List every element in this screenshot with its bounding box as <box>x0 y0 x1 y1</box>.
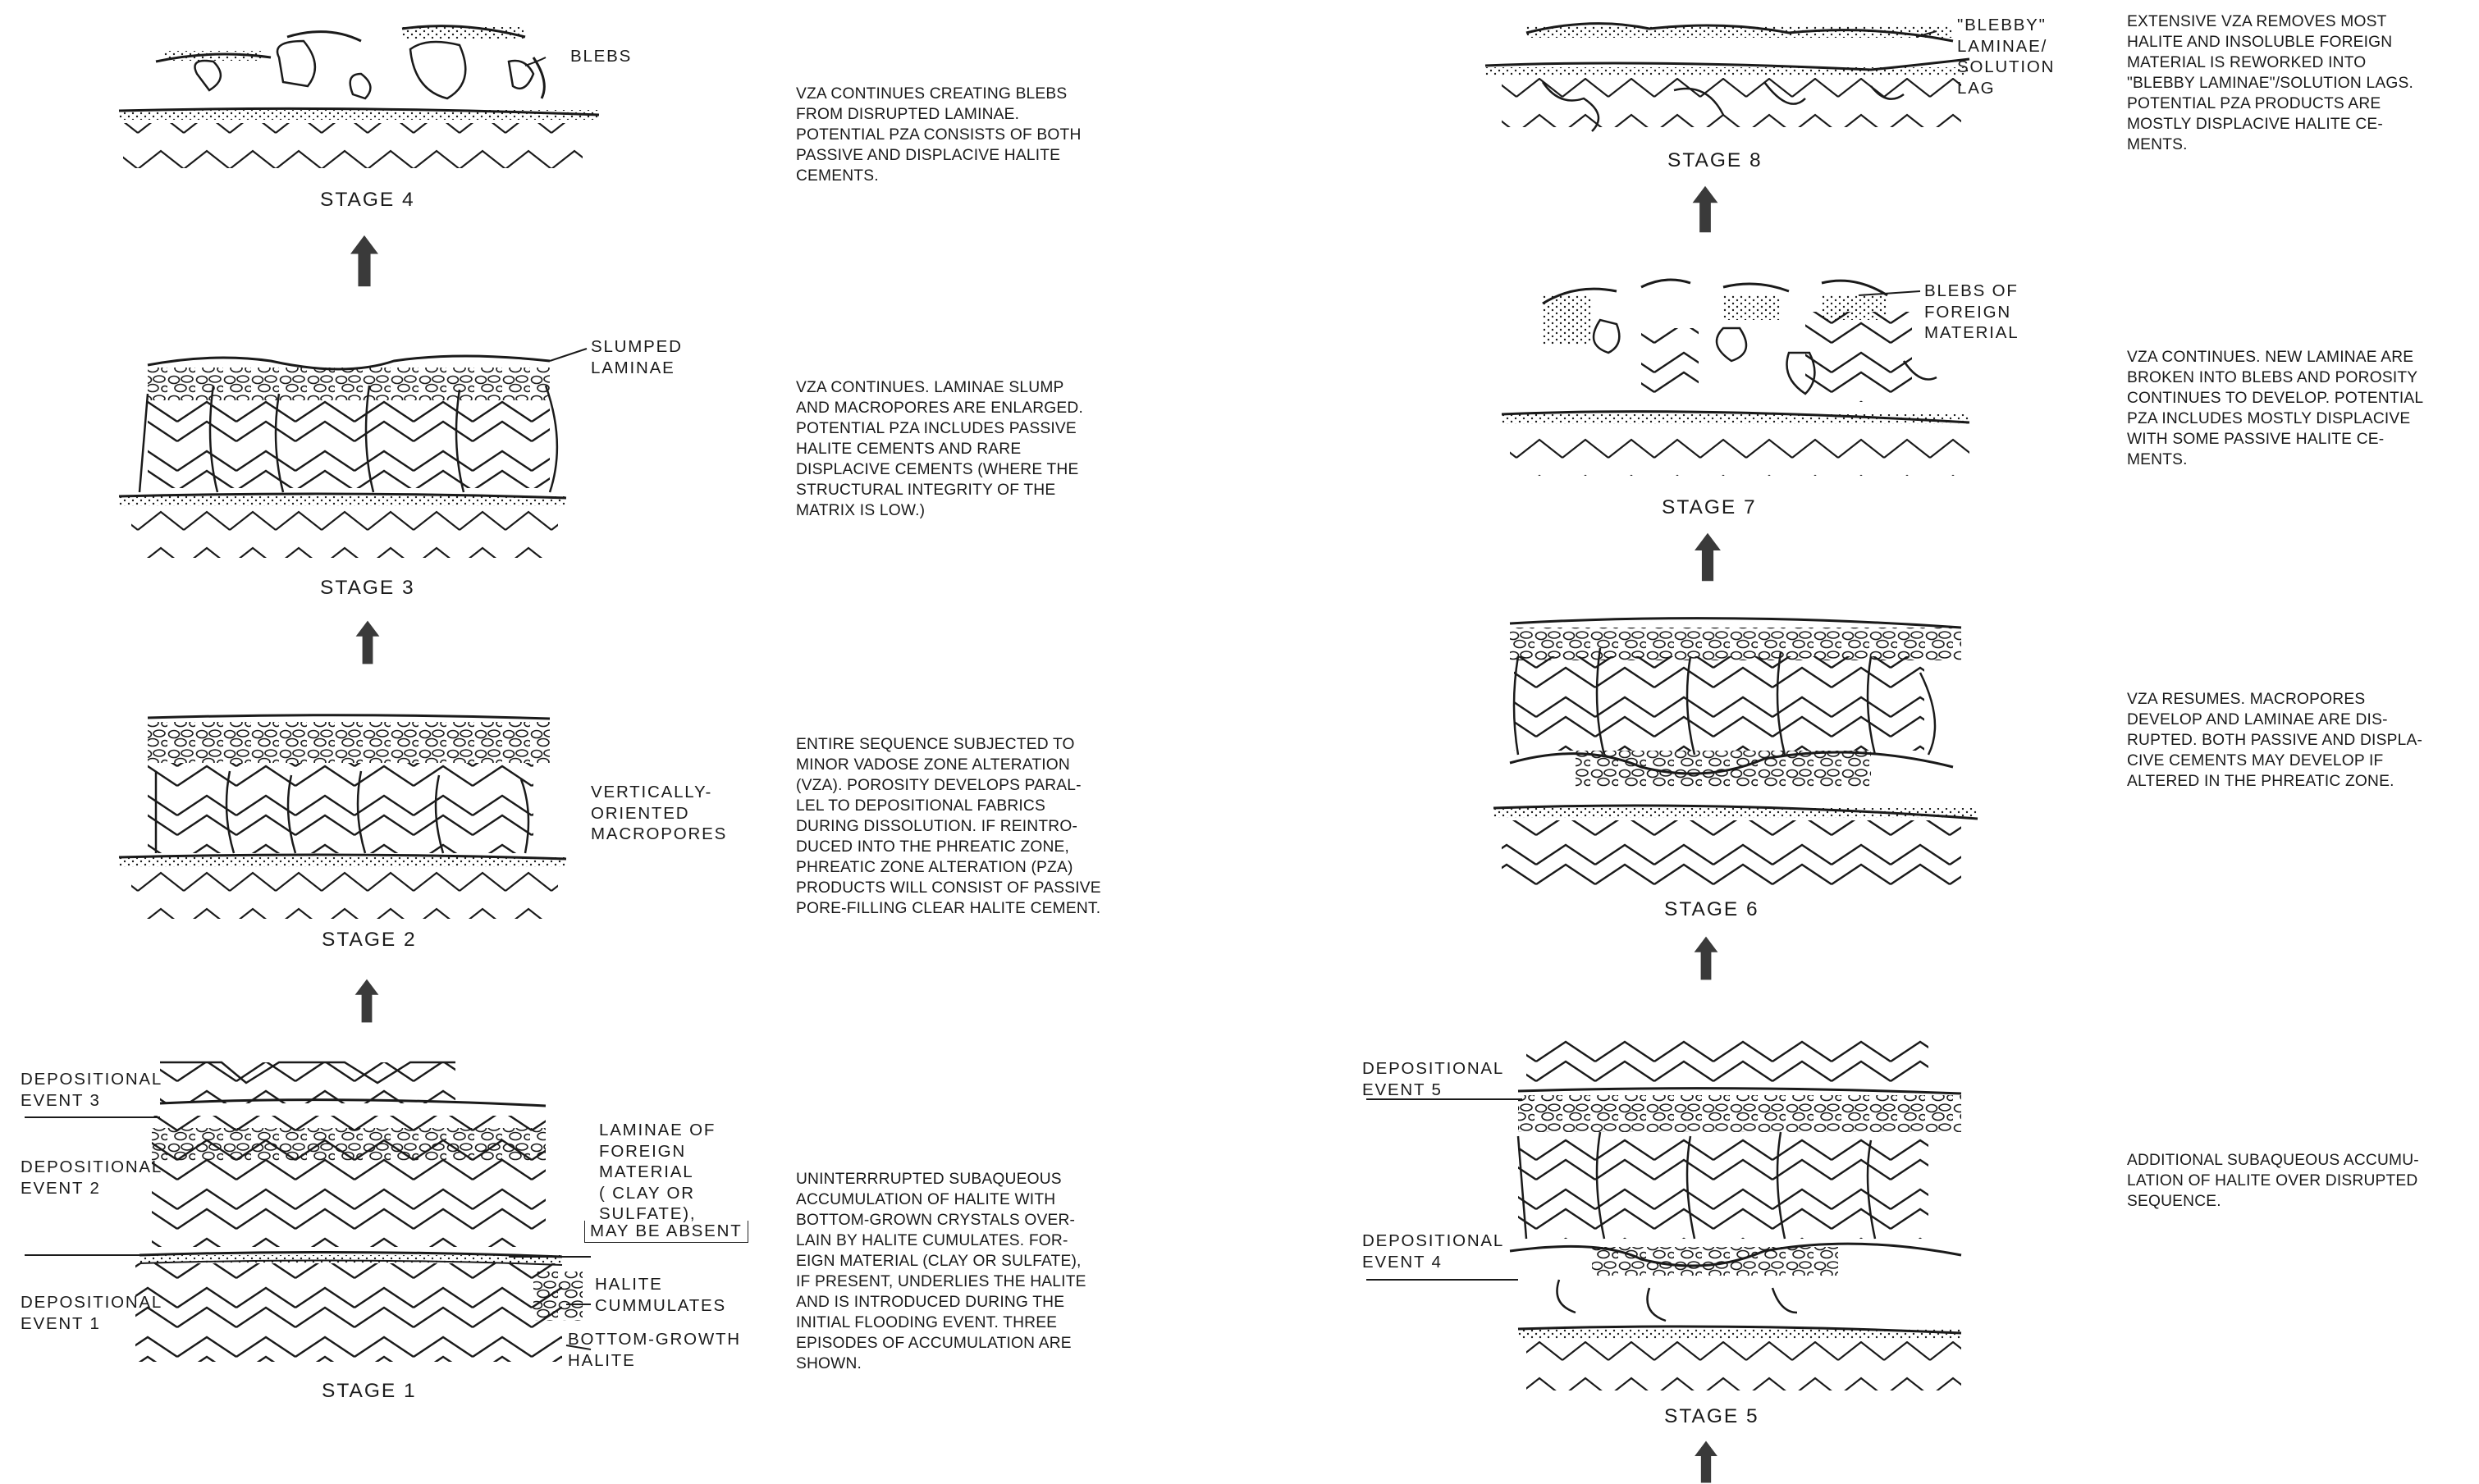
stage-1-description: UNINTERRRUPTED SUBAQUEOUS ACCUMULATION O… <box>796 1169 1141 1374</box>
blebs-foreign-label: BLEBS OF FOREIGN MATERIAL <box>1924 281 2019 344</box>
depositional-event-3-label: DEPOSITIONAL EVENT 3 <box>21 1069 162 1111</box>
stage-2-sketch <box>119 715 566 919</box>
stage-5-title: STAGE 5 <box>1664 1405 1759 1428</box>
stage-8-description: EXTENSIVE VZA REMOVES MOST HALITE AND IN… <box>2127 11 2472 155</box>
stage-1-sketch <box>135 1062 583 1362</box>
may-be-absent-label: MAY BE ABSENT <box>584 1221 748 1243</box>
stage-5-sketch <box>1510 1034 1961 1390</box>
stage-2-description: ENTIRE SEQUENCE SUBJECTED TO MINOR VADOS… <box>796 734 1141 919</box>
depositional-event-5-label: DEPOSITIONAL EVENT 5 <box>1362 1058 1504 1100</box>
stage-3-sketch <box>119 356 566 558</box>
vertical-macropores-label: VERTICALLY- ORIENTED MACROPORES <box>591 782 727 845</box>
blebby-laminae-label: "BLEBBY" LAMINAE/ SOLUTION LAG <box>1957 15 2055 98</box>
stage-4-title: STAGE 4 <box>320 189 415 212</box>
stage-3-description: VZA CONTINUES. LAMINAE SLUMP AND MACROPO… <box>796 377 1141 521</box>
bottom-growth-label: BOTTOM-GROWTH HALITE <box>568 1329 741 1371</box>
stage-4-sketch <box>119 26 599 168</box>
slumped-laminae-label: SLUMPED LAMINAE <box>591 336 683 378</box>
stage-6-description: VZA RESUMES. MACROPORES DEVELOP AND LAMI… <box>2127 689 2472 792</box>
stage-5-description: ADDITIONAL SUBAQUEOUS ACCUMU- LATION OF … <box>2127 1150 2472 1212</box>
stage-1-title: STAGE 1 <box>322 1380 417 1403</box>
stage-4-description: VZA CONTINUES CREATING BLEBS FROM DISRUP… <box>796 84 1141 186</box>
halite-cummulates-label: HALITE CUMMULATES <box>595 1274 726 1316</box>
stage-2-title: STAGE 2 <box>322 929 417 952</box>
stage-8-title: STAGE 8 <box>1667 149 1763 172</box>
stage-7-title: STAGE 7 <box>1662 496 1757 519</box>
laminae-foreign-label: LAMINAE OF FOREIGN MATERIAL ( CLAY OR SU… <box>599 1120 716 1225</box>
depositional-event-4-label: DEPOSITIONAL EVENT 4 <box>1362 1231 1504 1272</box>
stage-7-description: VZA CONTINUES. NEW LAMINAE ARE BROKEN IN… <box>2127 347 2472 470</box>
blebs-label: BLEBS <box>570 46 632 67</box>
stage-3-title: STAGE 3 <box>320 577 415 600</box>
depositional-event-2-label: DEPOSITIONAL EVENT 2 <box>21 1157 162 1199</box>
stage-6-title: STAGE 6 <box>1664 898 1759 921</box>
stage-7-sketch <box>1502 280 1969 476</box>
stage-6-sketch <box>1493 619 1978 886</box>
depositional-event-1-label: DEPOSITIONAL EVENT 1 <box>21 1292 162 1334</box>
stage-8-sketch <box>1485 24 1969 131</box>
